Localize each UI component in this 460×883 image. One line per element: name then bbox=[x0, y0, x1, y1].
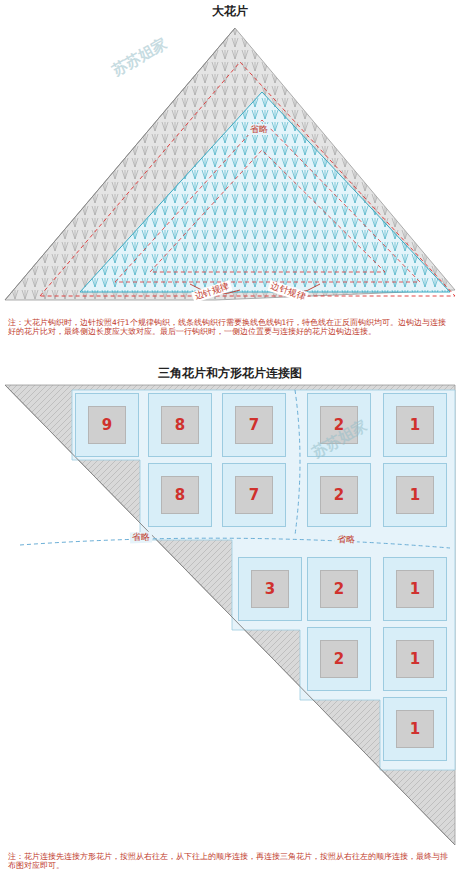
motif-number: 8 bbox=[175, 486, 185, 504]
chart-title: 大花片 bbox=[0, 4, 460, 19]
motif-number: 1 bbox=[410, 650, 420, 668]
motif-number: 1 bbox=[410, 416, 420, 434]
motif-number: 9 bbox=[102, 416, 112, 434]
square-motif: 3 bbox=[238, 557, 302, 621]
motif-number: 1 bbox=[410, 720, 420, 738]
motif-number: 8 bbox=[175, 416, 185, 434]
edge-rule-label: 边针规律 bbox=[267, 280, 309, 303]
square-motif: 7 bbox=[222, 393, 286, 457]
motif-number: 7 bbox=[249, 486, 259, 504]
watermark: 苏苏姐家 bbox=[109, 34, 170, 80]
square-motif: 7 bbox=[222, 463, 286, 527]
square-motif: 1 bbox=[383, 393, 447, 457]
motif-number: 2 bbox=[334, 486, 344, 504]
square-motif: 1 bbox=[383, 463, 447, 527]
motif-number: 2 bbox=[334, 650, 344, 668]
square-motif: 8 bbox=[148, 393, 212, 457]
square-motif: 2 bbox=[307, 627, 371, 691]
motif-number: 2 bbox=[334, 580, 344, 598]
note-text: 注：花片连接先连接方形花片，按照从右往左，从下往上的顺序连接，再连接三角花片，按… bbox=[8, 852, 452, 871]
square-motif: 2 bbox=[307, 557, 371, 621]
motif-number: 1 bbox=[410, 580, 420, 598]
square-motif: 8 bbox=[148, 463, 212, 527]
square-motif: 2 bbox=[307, 463, 371, 527]
square-motif: 1 bbox=[383, 627, 447, 691]
edge-rule-label: 边针规律 bbox=[191, 280, 233, 303]
motif-number: 1 bbox=[410, 486, 420, 504]
note-text: 注：大花片钩织时，边针按照4行1个规律钩织，线条线钩织行需要换线色线钩1行，特色… bbox=[8, 318, 452, 337]
omit-mark: 省略 bbox=[248, 124, 270, 135]
motif-number: 3 bbox=[265, 580, 275, 598]
omit-mark: 省略 bbox=[130, 532, 152, 544]
square-motif: 1 bbox=[383, 697, 447, 761]
square-motif: 1 bbox=[383, 557, 447, 621]
square-motif: 9 bbox=[75, 393, 139, 457]
section-title: 三角花片和方形花片连接图 bbox=[0, 366, 460, 381]
omit-mark: 省略 bbox=[335, 533, 358, 545]
motif-number: 7 bbox=[249, 416, 259, 434]
